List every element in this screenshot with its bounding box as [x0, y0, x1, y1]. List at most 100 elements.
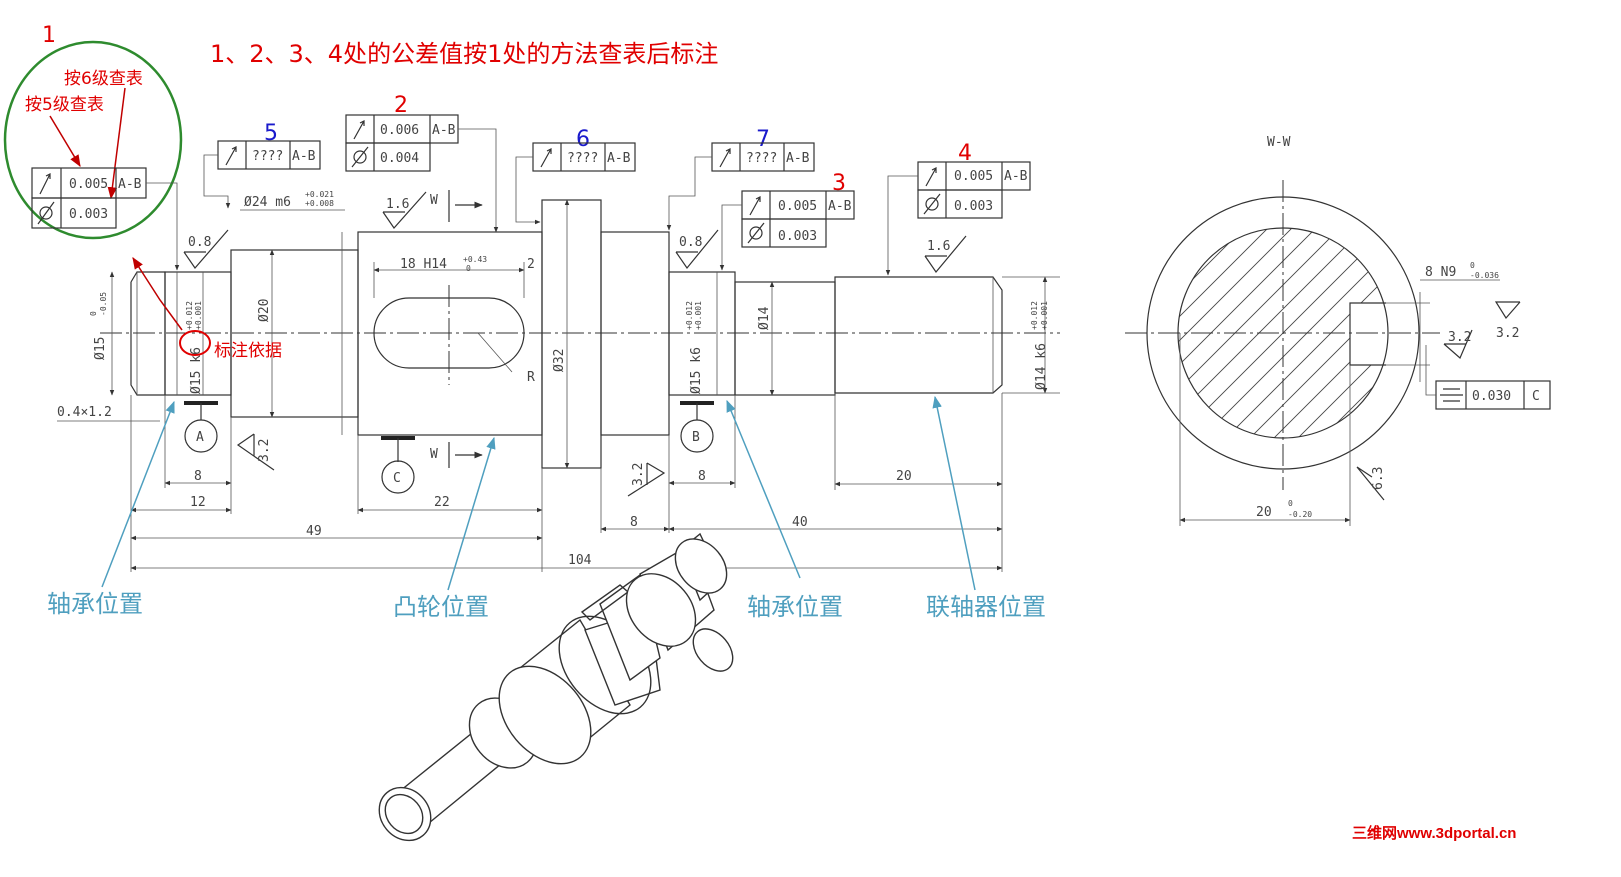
- svg-text:8: 8: [630, 515, 638, 530]
- svg-text:0.8: 0.8: [188, 235, 211, 250]
- datum-symbols: A C B: [184, 401, 714, 494]
- svg-text:????: ????: [567, 151, 598, 166]
- section-markers: W W: [430, 190, 483, 468]
- svg-text:W: W: [430, 447, 438, 462]
- grade6-label: 按6级查表: [64, 69, 143, 89]
- horizontal-dimensions: 8 12 49 22 8 8 40 104 20: [130, 393, 1003, 572]
- svg-text:0: 0: [89, 311, 98, 316]
- svg-text:1.6: 1.6: [927, 239, 950, 254]
- svg-text:18 H14: 18 H14: [400, 257, 447, 272]
- svg-text:104: 104: [568, 553, 592, 568]
- basis-annotation: 标注依据: [132, 256, 282, 361]
- chamfer-label: 0.4×1.2: [57, 405, 112, 420]
- svg-text:0.030: 0.030: [1472, 389, 1511, 404]
- svg-text:3: 3: [832, 171, 846, 196]
- svg-text:Ø20: Ø20: [257, 299, 272, 322]
- svg-text:A-B: A-B: [432, 123, 456, 138]
- svg-text:????: ????: [252, 149, 283, 164]
- svg-text:A-B: A-B: [292, 149, 316, 164]
- svg-text:40: 40: [792, 515, 808, 530]
- roughness-symbols: 0.8 1.6 0.8 1.6 3.2 3.2: [183, 191, 967, 497]
- fcf-6: 6 ???? A-B: [515, 127, 636, 225]
- svg-text:0.003: 0.003: [954, 199, 993, 214]
- svg-text:A: A: [196, 430, 204, 445]
- svg-text:+0.43: +0.43: [463, 255, 487, 264]
- fcf-5: 5 ???? A-B: [203, 121, 321, 209]
- grade5-label: 按5级查表: [25, 95, 104, 115]
- svg-text:0.8: 0.8: [679, 235, 702, 250]
- svg-text:2: 2: [394, 93, 408, 118]
- svg-text:49: 49: [306, 524, 322, 539]
- svg-text:3.2: 3.2: [257, 439, 272, 462]
- svg-text:3.2: 3.2: [1496, 326, 1519, 341]
- svg-text:Ø24 m6: Ø24 m6: [244, 195, 291, 210]
- svg-text:0.005: 0.005: [778, 199, 817, 214]
- shaft-3d-view: [378, 532, 734, 842]
- svg-text:A-B: A-B: [607, 151, 631, 166]
- svg-text:-0.05: -0.05: [99, 292, 108, 316]
- svg-text:+0.012: +0.012: [685, 301, 694, 330]
- svg-text:0.004: 0.004: [380, 151, 419, 166]
- svg-text:Ø15 k6: Ø15 k6: [189, 347, 204, 394]
- svg-text:0.006: 0.006: [380, 123, 419, 138]
- svg-text:+0.012: +0.012: [185, 301, 194, 330]
- svg-text:+0.021: +0.021: [305, 190, 334, 199]
- callout-number: 1: [42, 23, 56, 48]
- d24-dimension: Ø24 m6 +0.021 +0.008: [240, 190, 345, 211]
- svg-text:+0.001: +0.001: [1040, 301, 1049, 330]
- svg-text:Ø15 k6: Ø15 k6: [689, 347, 704, 394]
- svg-text:8: 8: [698, 469, 706, 484]
- svg-text:Ø15: Ø15: [93, 337, 108, 360]
- fcf-2: 2 0.006 A-B 0.004: [345, 93, 499, 233]
- label-bearing-left: 轴承位置: [47, 590, 143, 618]
- shaft-outline: [130, 199, 1003, 469]
- svg-text:W: W: [430, 193, 438, 208]
- grade6-arrow: [107, 87, 126, 200]
- label-cam: 凸轮位置: [393, 593, 489, 621]
- section-view: W-W: [1125, 135, 1551, 526]
- svg-text:????: ????: [746, 151, 777, 166]
- keyway-dimension: 18 H14 +0.43 0 2 R: [373, 255, 535, 385]
- fcf-4: 4 0.005 A-B 0.003: [885, 141, 1031, 276]
- label-coupling: 联轴器位置: [926, 593, 1046, 621]
- vertical-dimensions: Ø15 0 -0.05 Ø15 k6 +0.012 +0.001 Ø20 Ø32…: [89, 199, 1060, 469]
- svg-text:Ø32: Ø32: [552, 349, 567, 372]
- label-bearing-right: 轴承位置: [747, 593, 843, 621]
- svg-text:8: 8: [194, 469, 202, 484]
- svg-text:+0.012: +0.012: [1030, 301, 1039, 330]
- svg-text:W-W: W-W: [1267, 135, 1291, 150]
- svg-text:A-B: A-B: [1004, 169, 1028, 184]
- svg-text:C: C: [1532, 389, 1540, 404]
- svg-text:6: 6: [576, 127, 590, 152]
- svg-text:6.3: 6.3: [1371, 467, 1386, 490]
- svg-text:Ø14 k6: Ø14 k6: [1034, 343, 1049, 390]
- svg-text:5: 5: [264, 121, 278, 146]
- svg-text:0: 0: [466, 264, 471, 273]
- svg-text:8 N9: 8 N9: [1425, 265, 1456, 280]
- instruction-text: 1、2、3、4处的公差值按1处的方法查表后标注: [210, 40, 718, 68]
- svg-text:-0.20: -0.20: [1288, 510, 1312, 519]
- watermark: 三维网www.3dportal.cn: [1352, 824, 1516, 842]
- svg-text:+0.008: +0.008: [305, 199, 334, 208]
- svg-text:0.003: 0.003: [778, 229, 817, 244]
- svg-text:4: 4: [958, 141, 972, 166]
- fcf-7: 7 ???? A-B: [666, 127, 815, 231]
- svg-text:12: 12: [190, 495, 206, 510]
- svg-text:0: 0: [1288, 499, 1293, 508]
- callout-fcf: 0.005 A-B 0.003: [31, 167, 180, 271]
- fcf-3: 3 0.005 A-B 0.003: [719, 171, 855, 271]
- svg-text:20: 20: [1256, 505, 1272, 520]
- svg-text:2: 2: [527, 257, 535, 272]
- svg-text:A-B: A-B: [786, 151, 810, 166]
- svg-text:0.005: 0.005: [954, 169, 993, 184]
- svg-text:0: 0: [1470, 261, 1475, 270]
- callout-ellipse: [3, 40, 183, 240]
- grade5-arrow: [49, 115, 81, 168]
- svg-text:A-B: A-B: [118, 177, 142, 192]
- svg-text:C: C: [393, 471, 401, 486]
- svg-text:0.005: 0.005: [69, 177, 108, 192]
- svg-text:标注依据: 标注依据: [214, 341, 282, 361]
- svg-text:Ø14: Ø14: [757, 306, 772, 330]
- svg-text:+0.001: +0.001: [694, 301, 703, 330]
